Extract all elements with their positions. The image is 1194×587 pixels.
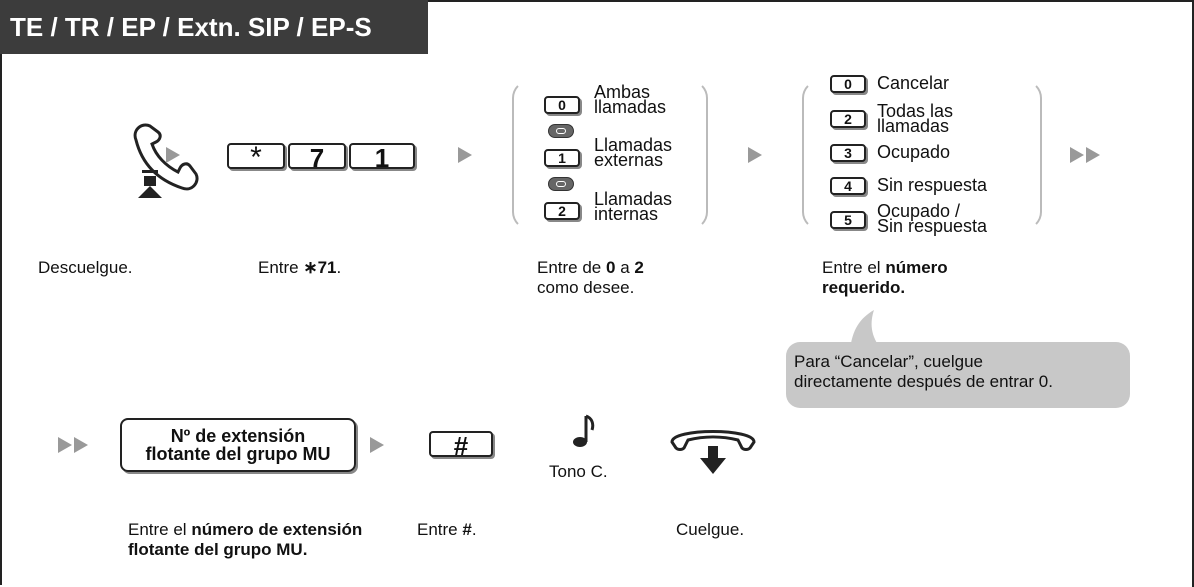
- o-key-icon: [548, 177, 574, 191]
- option-label-busy: Ocupado: [877, 142, 951, 162]
- option-label-busy-no-answer: Ocupado /Sin respuesta: [877, 201, 988, 236]
- option-key-2: 2: [544, 202, 580, 220]
- arrow-1: [166, 147, 180, 163]
- option-key-5: 5: [830, 211, 866, 229]
- o-key-icon: [548, 124, 574, 138]
- option-key-1: 1: [544, 149, 580, 167]
- arrow-2: [458, 147, 472, 163]
- key-hash: #: [429, 431, 493, 459]
- option-key-4: 4: [830, 177, 866, 195]
- option-label-cancel: Cancelar: [877, 73, 950, 93]
- music-note-icon: [573, 414, 595, 447]
- option-key-3: 3: [830, 144, 866, 162]
- arrow-5: [370, 437, 384, 453]
- option-label-no-answer: Sin respuesta: [877, 175, 988, 195]
- right-paren-2: [1024, 80, 1042, 230]
- section-header: TE / TR / EP / Extn. SIP / EP-S: [0, 0, 428, 54]
- bubble-tail-icon: [850, 310, 882, 350]
- key-star: *: [227, 143, 285, 173]
- left-paren-1: [512, 80, 530, 230]
- right-paren-1: [690, 80, 708, 230]
- key-1: 1: [349, 143, 415, 171]
- double-arrow-c: [58, 437, 72, 453]
- on-hook-icon: [670, 430, 756, 474]
- left-paren-2: [802, 80, 820, 230]
- double-arrow-d: [74, 437, 88, 453]
- frame-right-border: [1192, 0, 1194, 587]
- option-key-2: 2: [830, 110, 866, 128]
- option-key-0: 0: [830, 75, 866, 93]
- step1-caption: Descuelgue.: [38, 258, 133, 277]
- key-7: 7: [288, 143, 346, 171]
- option-key-0: 0: [544, 96, 580, 114]
- off-hook-icon: [133, 123, 199, 198]
- double-arrow-a: [1070, 147, 1084, 163]
- arrow-3: [748, 147, 762, 163]
- step8-caption: Cuelgue.: [676, 520, 745, 539]
- step2-caption: Entre ∗71.: [258, 258, 342, 277]
- double-arrow-b: [1086, 147, 1100, 163]
- step7-caption: Tono C.: [549, 462, 608, 481]
- step6-caption: Entre #.: [417, 520, 477, 539]
